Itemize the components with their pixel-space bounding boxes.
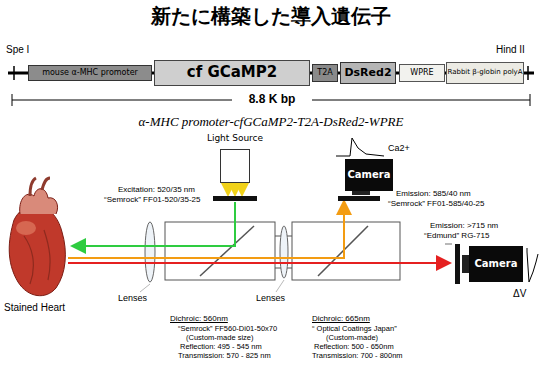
t2a-segment: T2A	[312, 64, 338, 82]
node-text: WPRE	[410, 69, 433, 77]
filter-spec: “Edmund” RG-715	[424, 232, 489, 241]
node-text: mouse α-MHC promoter	[42, 69, 138, 77]
filter-spec: Emission: >715 nm	[430, 222, 498, 231]
node-text: Camera	[475, 259, 518, 270]
dichroic-spec: Reflection: 495 - 545 nm	[180, 343, 262, 351]
node-text: Light Source	[207, 134, 263, 143]
dichroic-spec: Transmission: 570 - 825 nm	[178, 352, 271, 360]
dichroic-spec: (Custom-made size)	[186, 334, 254, 342]
site-label: Hind II	[496, 44, 525, 55]
promoter-segment: mouse α-MHC promoter	[28, 65, 152, 81]
dichroic-spec: Reflection: 500 - 650nm	[314, 343, 394, 351]
node-text: Rabbit β-globin polyA	[447, 69, 522, 76]
signal-label: ΔV	[513, 288, 526, 299]
node-text: cf GCaMP2	[187, 65, 277, 81]
polya-segment: Rabbit β-globin polyA	[446, 62, 524, 84]
site-label: Spe I	[6, 44, 29, 55]
camera-box: Camera	[469, 246, 523, 282]
part-label: Lenses	[118, 294, 147, 304]
wpre-segment: WPRE	[399, 64, 445, 82]
title: 新たに構築した導入遺伝子	[0, 3, 542, 30]
construct-caption: α-MHC promoter-cfGCaMP2-T2A-DsRed2-WPRE	[139, 115, 404, 129]
node-text: T2A	[317, 69, 332, 77]
dichroic-spec: “Semrock” FF560-Di01-50x70	[178, 325, 277, 333]
filter-spec: Excitation: 520/35 nm	[118, 186, 195, 195]
specimen-label: Stained Heart	[4, 302, 65, 313]
part-label: Lenses	[256, 294, 285, 304]
dichroic-spec: Transmission: 700 - 800nm	[312, 352, 403, 360]
node-text: Camera	[348, 170, 391, 181]
camera-box: Camera	[345, 159, 393, 191]
gene-segment: cf GCaMP2	[154, 60, 310, 86]
lamp-housing	[220, 149, 250, 183]
dichroic-spec: “ Optical Coatings Japan”	[312, 325, 397, 333]
filter-spec: Emission: 585/40 nm	[396, 190, 471, 199]
filter-spec: “Semrock” FF01-520/35-25	[104, 196, 200, 205]
dichroic-spec: (Custom-made)	[326, 334, 378, 342]
reporter-segment: DsRed2	[340, 62, 396, 84]
node-text: DsRed2	[344, 67, 391, 79]
signal-label: Ca2+	[388, 144, 410, 154]
dichroic-spec: Dichroic: 665nm	[312, 315, 370, 324]
light-source: Light Source	[205, 134, 265, 184]
dichroic-spec: Dichroic: 560nm	[170, 315, 228, 324]
length-label: 8.8 K bp	[249, 93, 296, 106]
filter-spec: “Semrock” FF01-585/40-25	[388, 200, 484, 209]
